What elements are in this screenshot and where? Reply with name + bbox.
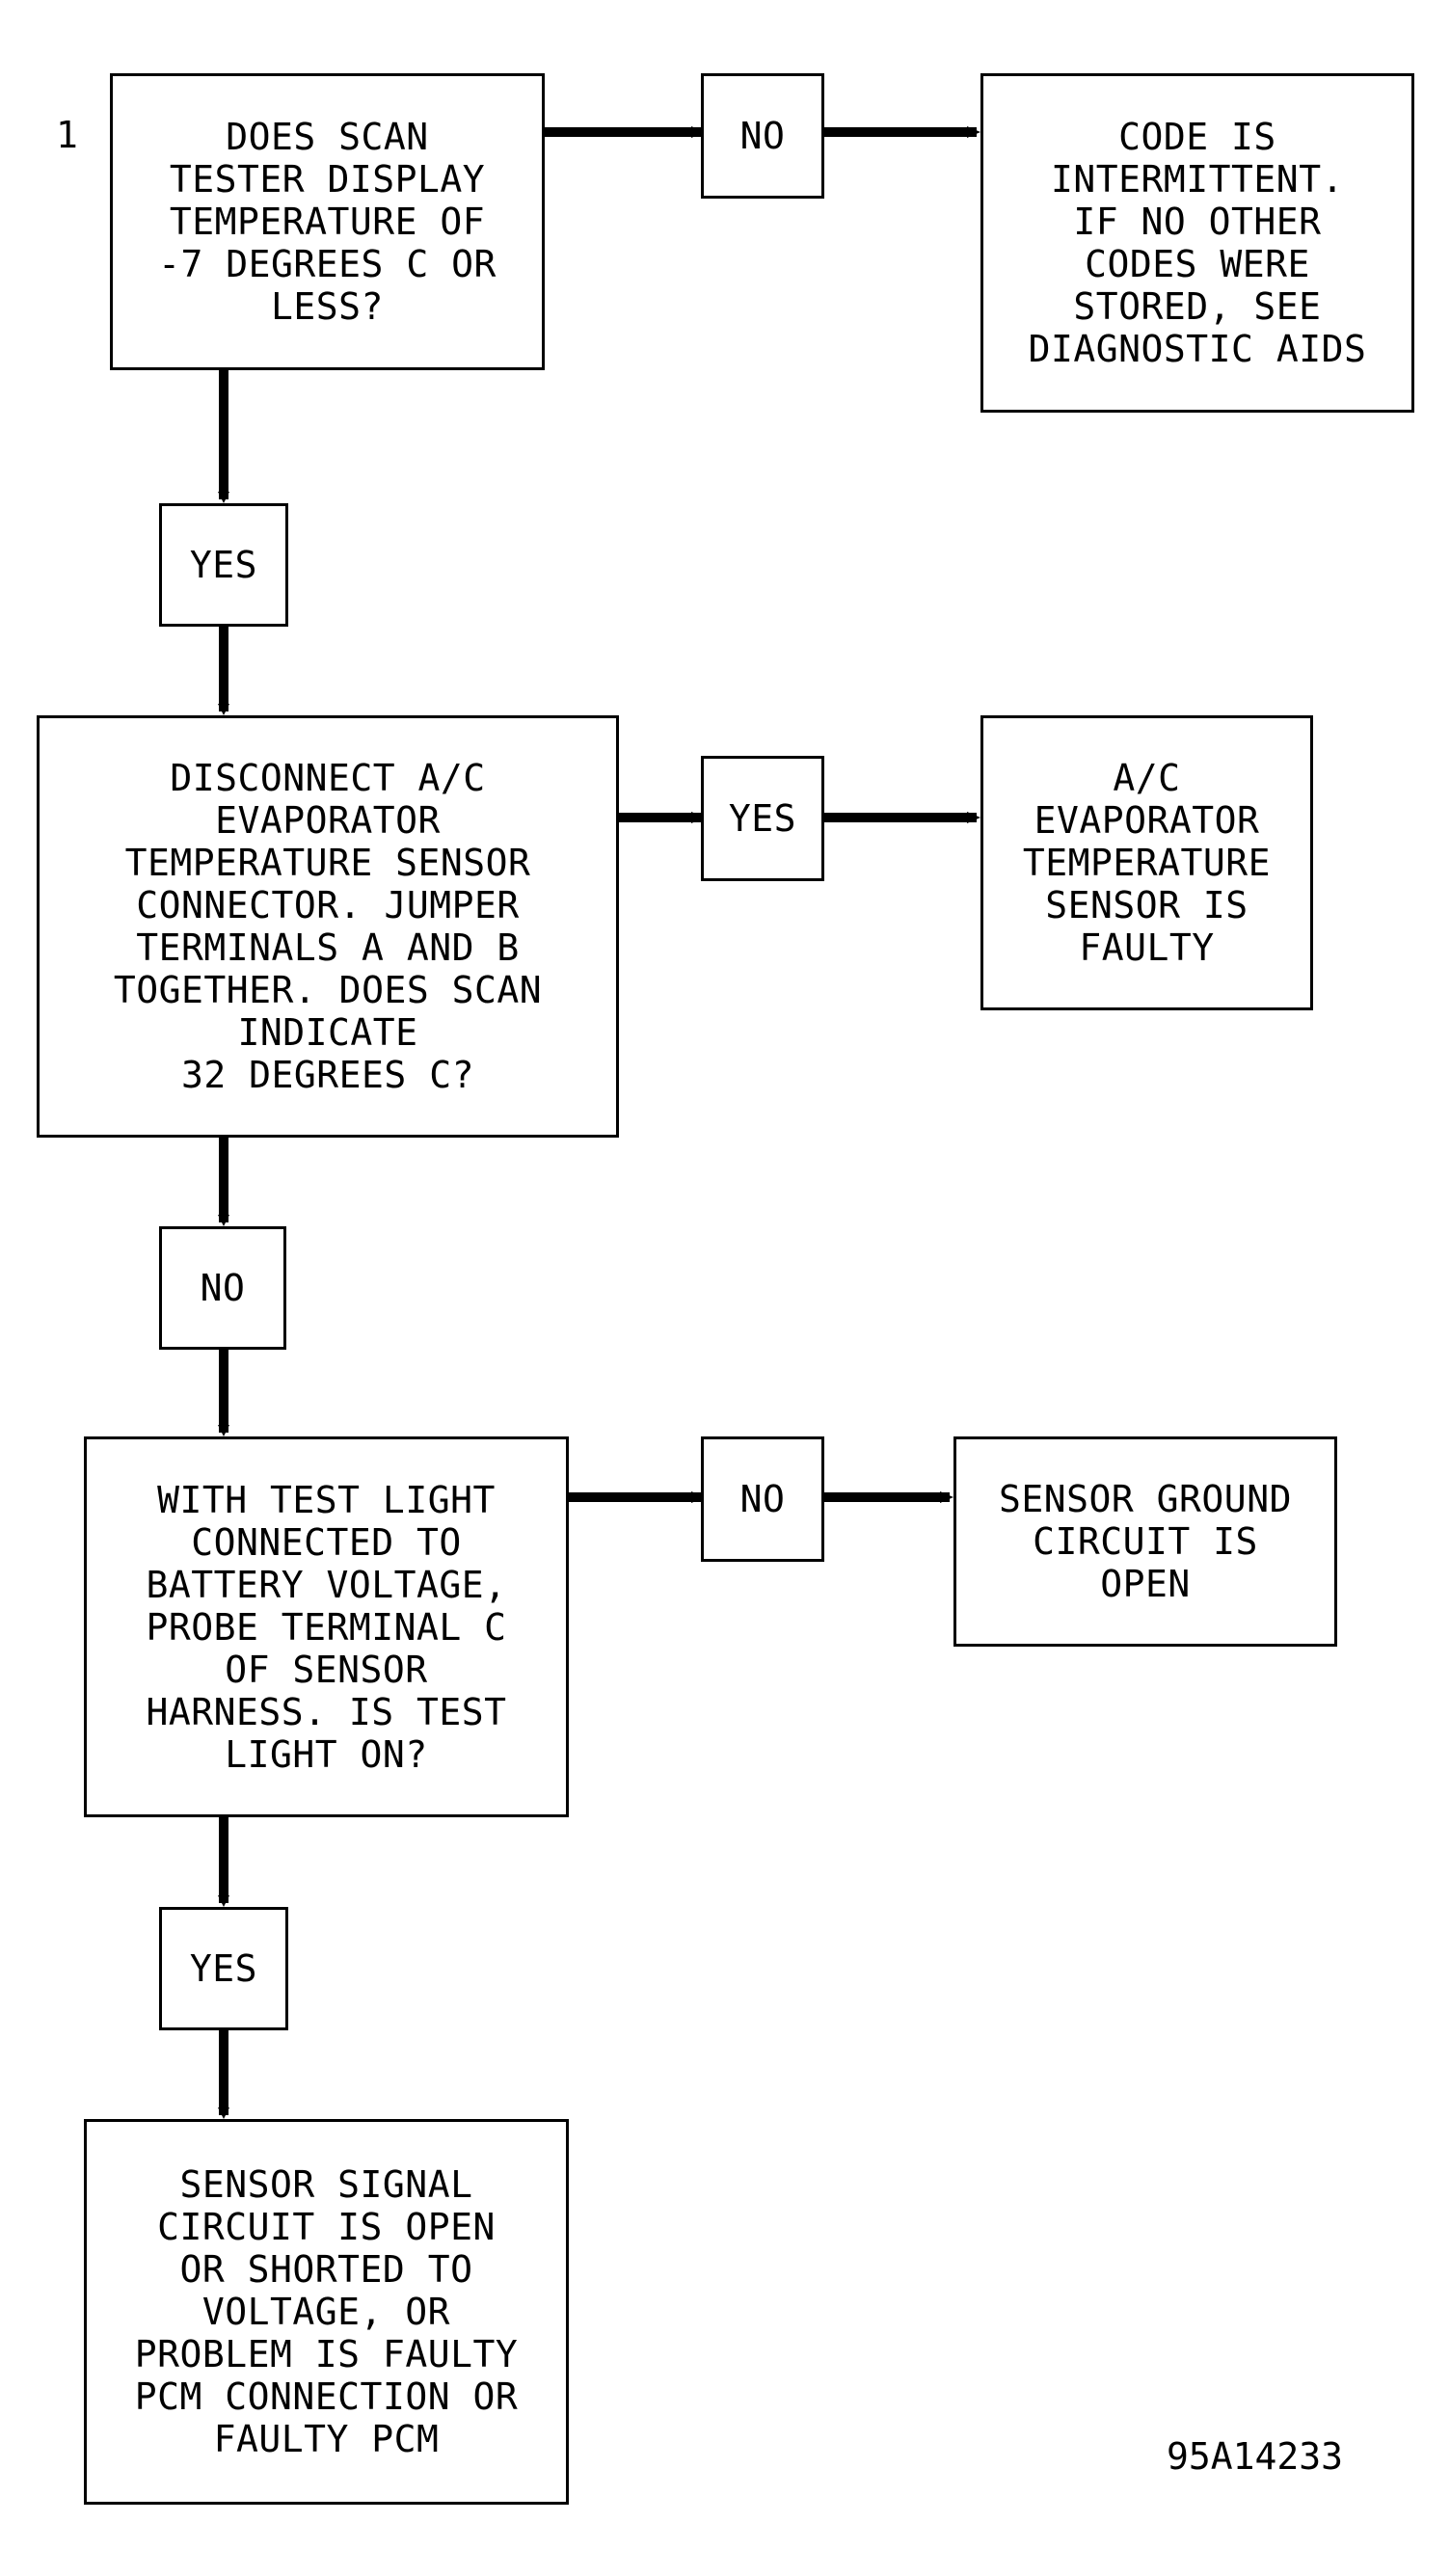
question-3-yes-text: YES	[189, 1947, 258, 1990]
question-3-yes-label: YES	[159, 1907, 288, 2030]
result-sensor-faulty-box: A/C EVAPORATOR TEMPERATURE SENSOR IS FAU…	[980, 715, 1313, 1010]
question-1-no-label: NO	[701, 73, 824, 199]
question-1-box: DOES SCAN TESTER DISPLAY TEMPERATURE OF …	[110, 73, 545, 370]
result-signal-circuit-text: SENSOR SIGNAL CIRCUIT IS OPEN OR SHORTED…	[134, 2163, 519, 2460]
step-number: 1	[56, 114, 78, 156]
question-2-box: DISCONNECT A/C EVAPORATOR TEMPERATURE SE…	[37, 715, 619, 1138]
result-sensor-faulty-text: A/C EVAPORATOR TEMPERATURE SENSOR IS FAU…	[1022, 757, 1272, 969]
question-2-no-text: NO	[200, 1267, 246, 1309]
question-1-text: DOES SCAN TESTER DISPLAY TEMPERATURE OF …	[158, 116, 497, 328]
question-2-yes-label: YES	[701, 756, 824, 881]
question-2-text: DISCONNECT A/C EVAPORATOR TEMPERATURE SE…	[113, 757, 543, 1096]
question-2-no-label: NO	[159, 1226, 286, 1350]
question-1-no-text: NO	[739, 115, 786, 157]
question-3-no-label: NO	[701, 1436, 824, 1562]
question-1-yes-label: YES	[159, 503, 288, 627]
result-intermittent-text: CODE IS INTERMITTENT. IF NO OTHER CODES …	[1028, 116, 1367, 370]
question-3-box: WITH TEST LIGHT CONNECTED TO BATTERY VOL…	[84, 1436, 569, 1817]
result-ground-open-box: SENSOR GROUND CIRCUIT IS OPEN	[953, 1436, 1337, 1647]
result-signal-circuit-box: SENSOR SIGNAL CIRCUIT IS OPEN OR SHORTED…	[84, 2119, 569, 2505]
result-intermittent-box: CODE IS INTERMITTENT. IF NO OTHER CODES …	[980, 73, 1414, 413]
question-2-yes-text: YES	[728, 797, 797, 840]
figure-id: 95A14233	[1167, 2435, 1344, 2478]
question-3-no-text: NO	[739, 1478, 786, 1520]
result-ground-open-text: SENSOR GROUND CIRCUIT IS OPEN	[999, 1478, 1292, 1605]
question-3-text: WITH TEST LIGHT CONNECTED TO BATTERY VOL…	[146, 1478, 507, 1776]
question-1-yes-text: YES	[189, 544, 258, 586]
